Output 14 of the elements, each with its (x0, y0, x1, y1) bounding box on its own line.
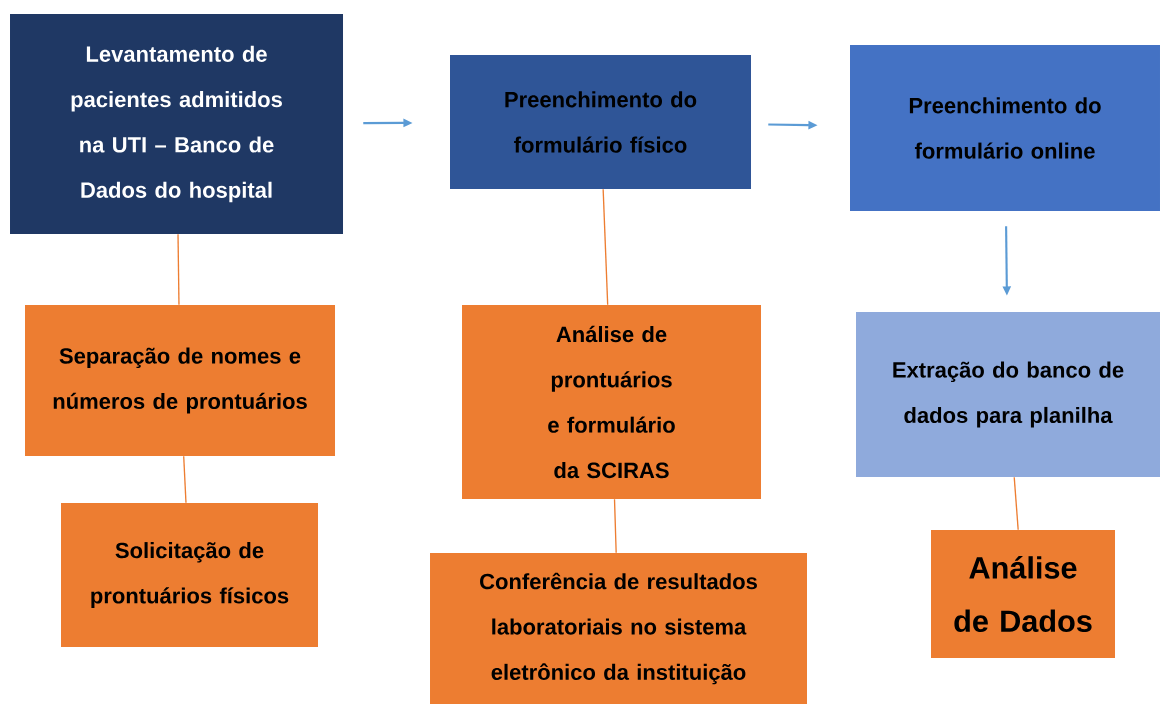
connector-line (1013, 476, 1019, 531)
task-box: Separação de nomes e números de prontuários (25, 305, 335, 456)
connector-line (613, 498, 617, 554)
task-box: Conferência de resultados laboratoriais no sistema eletrônico da instituição (430, 553, 807, 704)
connector-line (177, 233, 180, 306)
task-box: Análise de prontuários e formulário da SCIRAS (462, 305, 761, 499)
process-box: Levantamento de pacientes admitidos na UTI – Banco de Dados do hospital (10, 14, 343, 234)
process-box: Preenchimento do formulário físico (450, 55, 751, 189)
process-box: Preenchimento do formulário online (850, 45, 1160, 211)
process-box: Extração do banco de dados para planilha (856, 312, 1160, 477)
connector-line (183, 455, 187, 504)
task-box: Análise de Dados (931, 530, 1115, 658)
connector-line (602, 188, 609, 306)
task-box: Solicitação de prontuários físicos (61, 503, 318, 647)
